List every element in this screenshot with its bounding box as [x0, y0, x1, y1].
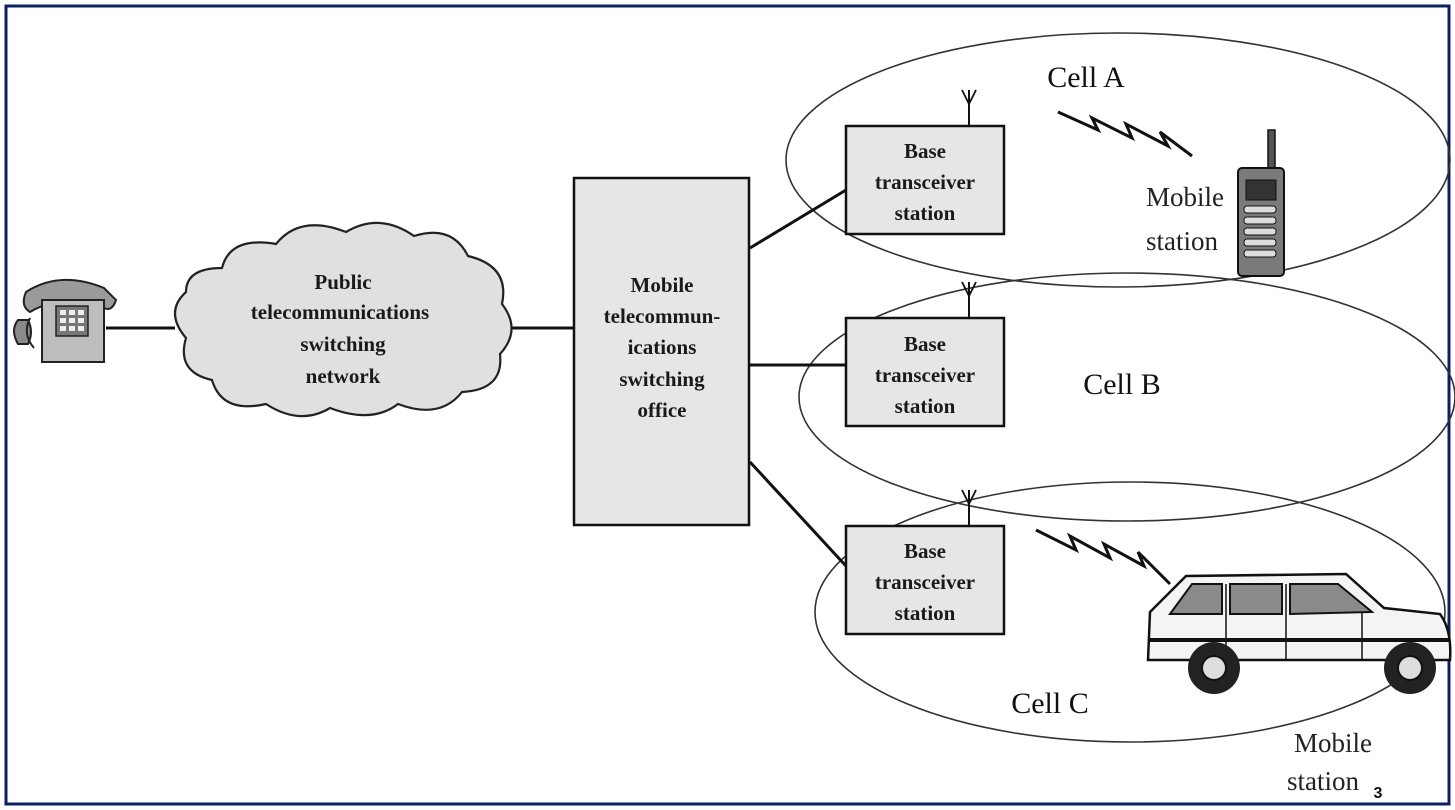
bts-a-label-line2: transceiver	[875, 170, 975, 194]
cell-b-label: Cell B	[1083, 368, 1161, 401]
bts-c-label-line3: station	[895, 601, 956, 625]
base-station-b: Base transceiver station	[844, 281, 1006, 428]
mtso-label-line4: switching	[619, 367, 705, 391]
mobile-station-c-line2: station	[1287, 766, 1359, 796]
network-label-line4: network	[306, 364, 381, 388]
antenna-c-icon	[961, 489, 977, 526]
bts-a-label-line1: Base	[904, 139, 946, 163]
telephone-icon	[13, 279, 118, 363]
car-icon	[1146, 572, 1452, 694]
cell-a-ellipse	[785, 32, 1451, 288]
bts-b-label-line2: transceiver	[875, 363, 975, 387]
bts-b-label-line1: Base	[904, 332, 946, 356]
antenna-b-icon	[961, 281, 977, 318]
mtso-label-line5: office	[638, 398, 687, 422]
mtso-label-line3: ications	[628, 335, 697, 359]
network-label-line3: switching	[300, 332, 386, 356]
radio-signal-a-icon	[1057, 110, 1193, 158]
network-label-line2: telecommunications	[251, 300, 429, 324]
bts-b-label-line3: station	[895, 394, 956, 418]
mobile-station-c-line1: Mobile	[1294, 728, 1372, 758]
cell-c-label: Cell C	[1011, 687, 1089, 720]
antenna-a-icon	[961, 89, 977, 126]
cell-a-label: Cell A	[1047, 61, 1125, 94]
mtso-label-line2: telecommun-	[604, 304, 721, 328]
public-network-cloud: Public telecommunications switching netw…	[173, 221, 513, 418]
radio-signal-c-icon	[1035, 528, 1172, 586]
mobile-switching-office-box: Mobile telecommun- ications switching of…	[572, 176, 751, 527]
bts-c-label-line2: transceiver	[875, 570, 975, 594]
mobile-phone-icon	[1237, 129, 1285, 277]
bts-c-label-line1: Base	[904, 539, 946, 563]
mobile-station-a-line2: station	[1146, 226, 1218, 256]
cell-c-ellipse	[814, 481, 1446, 743]
mtso-label-line1: Mobile	[631, 273, 694, 297]
mobile-station-a-line1: Mobile	[1146, 182, 1224, 212]
cell-b-ellipse	[798, 272, 1455, 522]
base-station-a: Base transceiver station	[844, 89, 1006, 236]
mtso-to-bts-c-line	[748, 460, 848, 568]
mtso-to-bts-a-line	[749, 188, 847, 250]
network-label-line1: Public	[314, 270, 371, 294]
bts-a-label-line3: station	[895, 201, 956, 225]
page-number: 3	[1374, 785, 1383, 802]
base-station-c: Base transceiver station	[844, 489, 1006, 636]
